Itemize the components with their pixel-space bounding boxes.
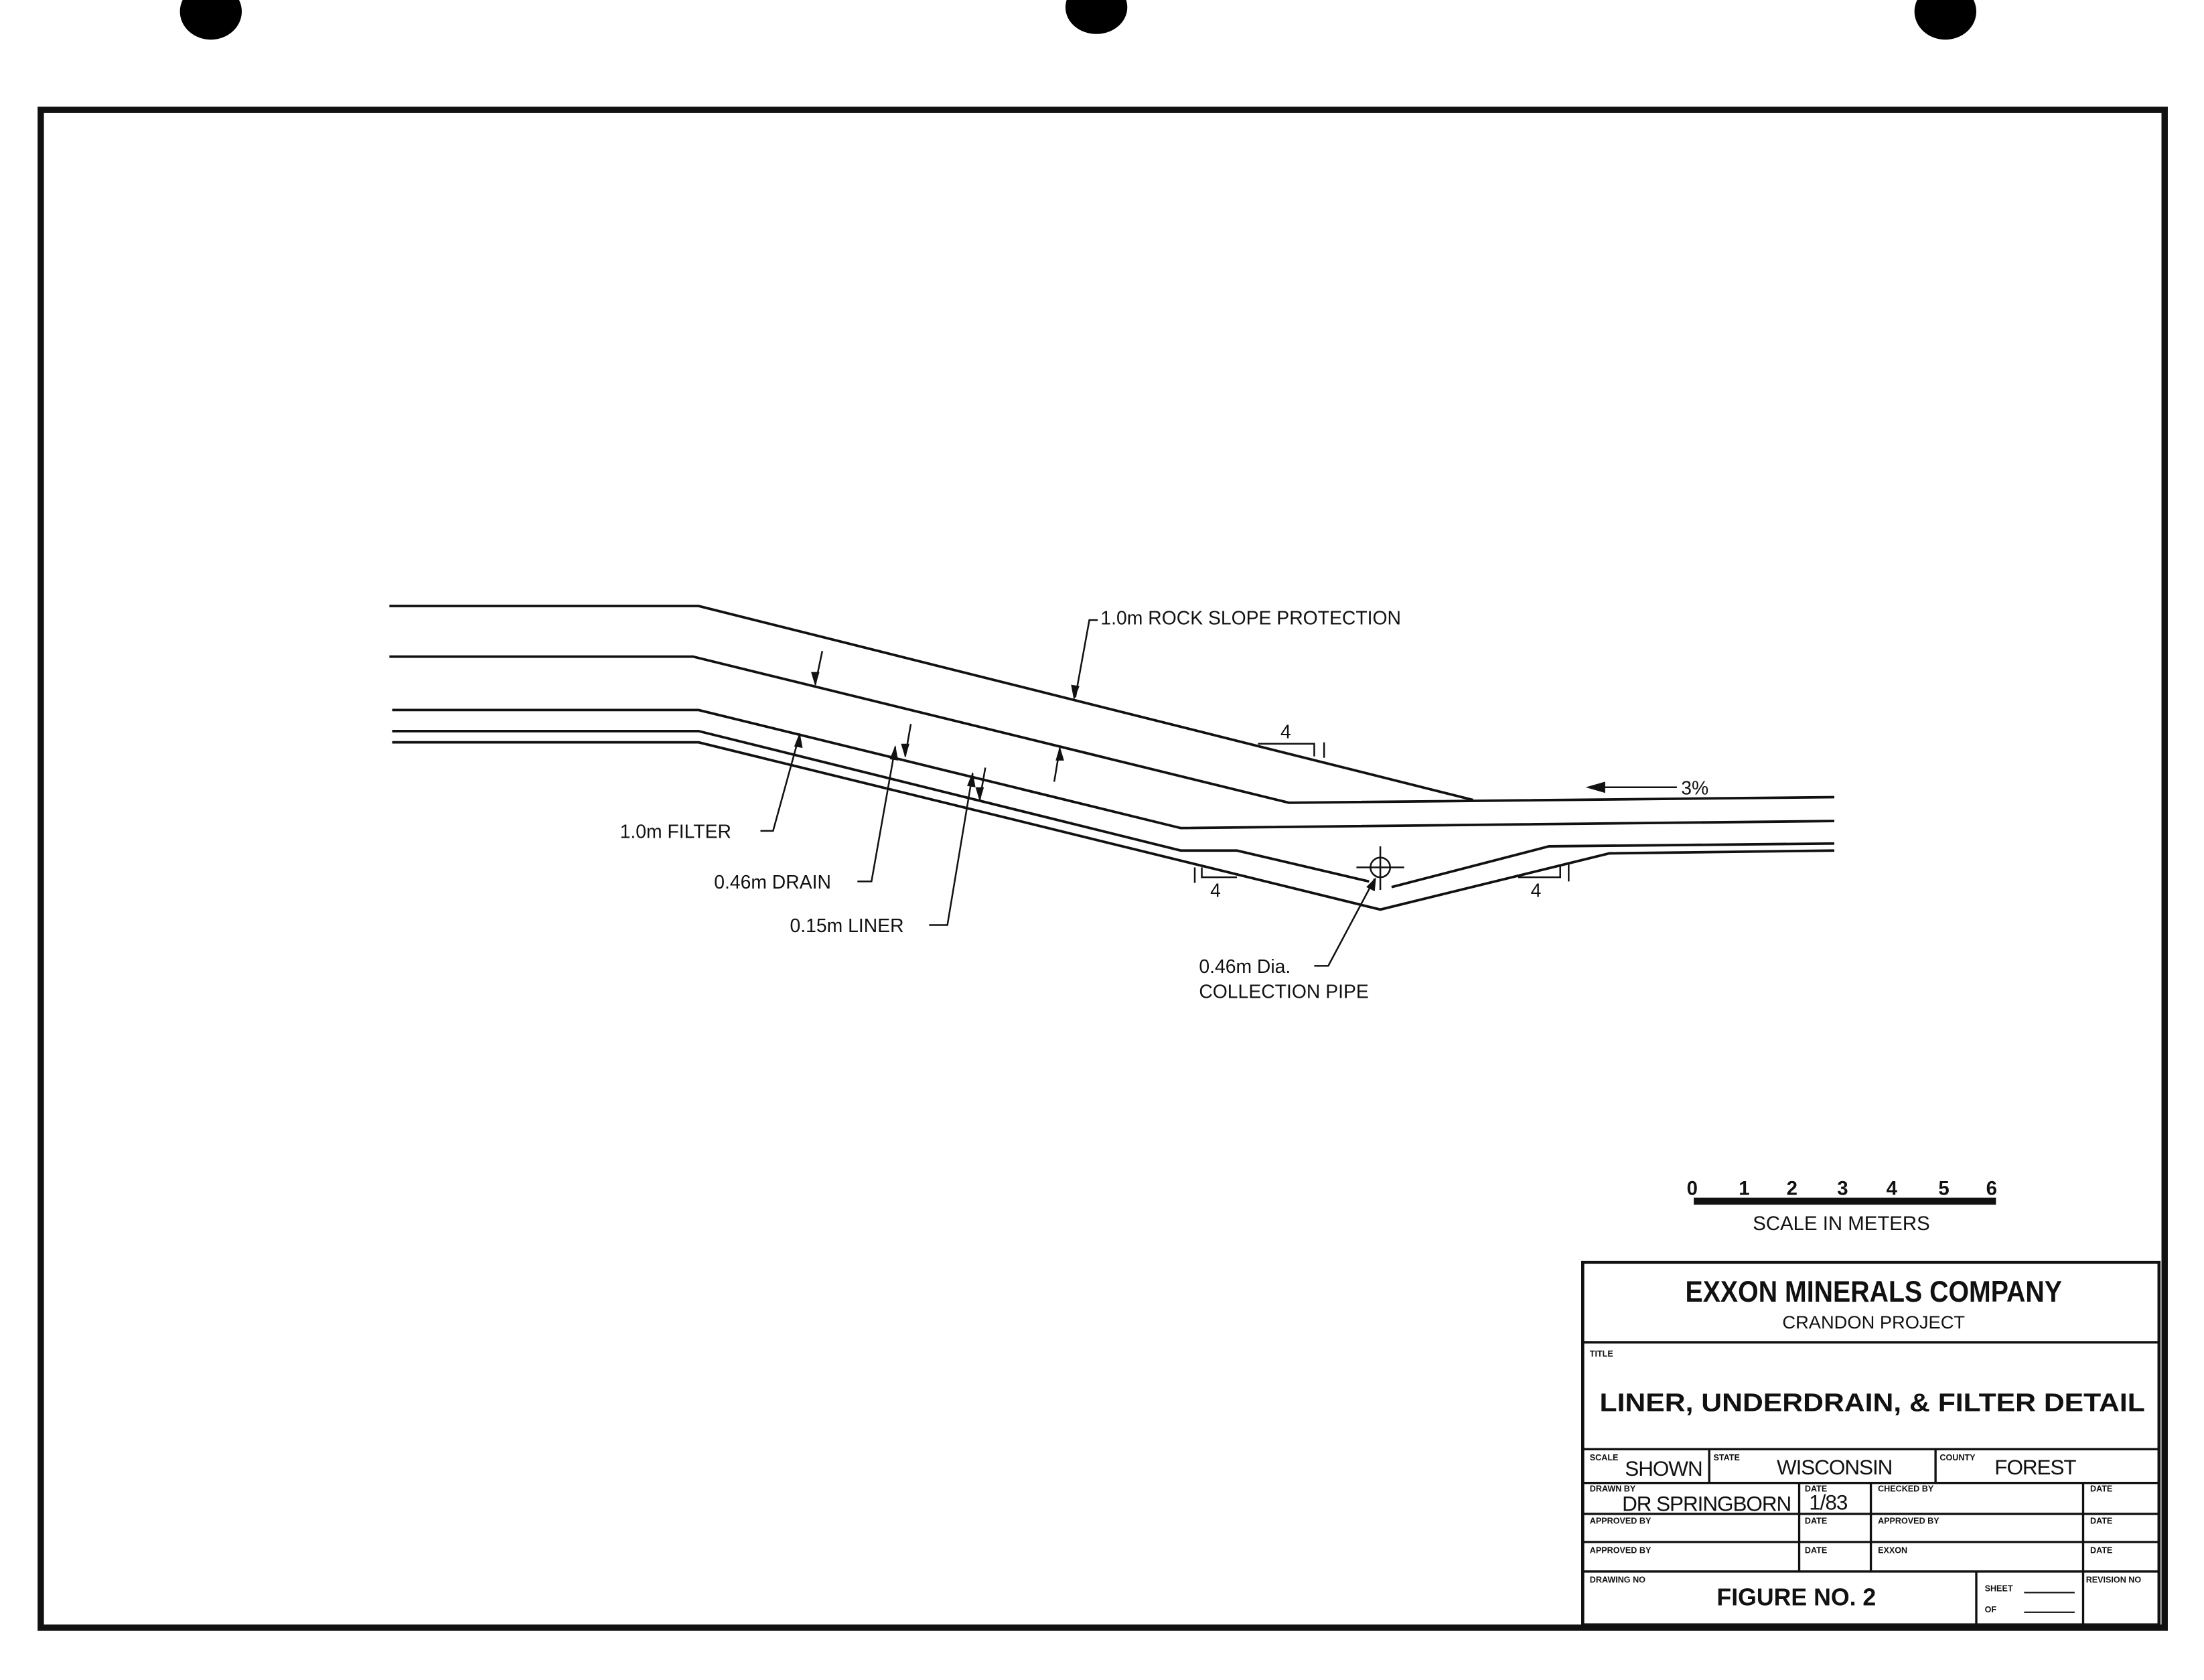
date-caption: DATE: [1805, 1546, 1827, 1555]
sheet-caption: SHEET: [1985, 1584, 2013, 1593]
rock-top-line: [389, 605, 1474, 801]
of-caption: OF: [1985, 1605, 1997, 1614]
drain-label: 0.46m DRAIN: [714, 872, 831, 893]
slope-mark-right: 4: [1518, 864, 1570, 902]
grade-label: 3%: [1681, 777, 1708, 799]
thickness-arrows: [811, 650, 1064, 801]
label-collection-pipe: 0.46m Dia. COLLECTION PIPE: [1199, 877, 1376, 1003]
slope-run: 4: [1280, 721, 1291, 743]
title-caption: TITLE: [1590, 1349, 1613, 1359]
slope-run: 4: [1210, 881, 1221, 902]
project-name: CRANDON PROJECT: [1782, 1312, 1965, 1332]
approved-by-caption: APPROVED BY: [1878, 1517, 1939, 1526]
scale-tick: 4: [1887, 1177, 1898, 1199]
approved-by-caption: APPROVED BY: [1590, 1517, 1651, 1526]
scale-tick: 5: [1938, 1177, 1949, 1199]
cross-section: [389, 605, 1835, 911]
date-caption: DATE: [2090, 1546, 2112, 1555]
scale-tick: 6: [1986, 1177, 1997, 1199]
rock-bottom-line: [389, 655, 1835, 804]
slope-mark-left: 4: [1193, 867, 1237, 902]
pipe-label-line1: 0.46m Dia.: [1199, 956, 1291, 978]
scale-tick: 0: [1687, 1177, 1698, 1199]
slope-mark-upper: 4: [1258, 721, 1325, 758]
date-caption: DATE: [2090, 1484, 2112, 1493]
scale-tick: 2: [1787, 1177, 1797, 1199]
punch-holes: [179, 0, 1976, 40]
filter-label: 1.0m FILTER: [620, 821, 731, 842]
drawing-title: LINER, UNDERDRAIN, & FILTER DETAIL: [1599, 1389, 2144, 1418]
drawing-no-value: FIGURE NO. 2: [1716, 1584, 1876, 1610]
title-block: EXXON MINERALS COMPANY CRANDON PROJECT T…: [1581, 1260, 2161, 1627]
state-caption: STATE: [1714, 1453, 1740, 1462]
scale-caption: SCALE IN METERS: [1753, 1213, 1929, 1235]
label-rock-slope-protection: 1.0m ROCK SLOPE PROTECTION: [1071, 607, 1401, 700]
checked-by-caption: CHECKED BY: [1878, 1484, 1934, 1493]
label-liner: 0.15m LINER: [790, 771, 976, 937]
filter-bottom-line: [392, 708, 1835, 830]
date-caption: DATE: [1805, 1484, 1827, 1493]
county-value: FOREST: [1994, 1456, 2076, 1479]
county-caption: COUNTY: [1939, 1453, 1976, 1462]
pipe-label-line2: COLLECTION PIPE: [1199, 982, 1368, 1003]
date-caption: DATE: [1805, 1517, 1827, 1526]
revision-caption: REVISION NO: [2086, 1576, 2142, 1585]
scale-bar: 0 1 2 3 4 5 6 SCALE IN METERS: [1687, 1177, 1997, 1234]
collection-pipe-icon: [1356, 846, 1404, 891]
date-caption: DATE: [2090, 1517, 2112, 1526]
approved-by-caption: APPROVED BY: [1590, 1546, 1651, 1555]
scale-tick: 3: [1837, 1177, 1848, 1199]
drawing-no-caption: DRAWING NO: [1590, 1576, 1645, 1585]
slope-run: 4: [1531, 881, 1542, 902]
scale-value: SHOWN: [1625, 1457, 1702, 1480]
exxon-caption: EXXON: [1878, 1546, 1907, 1555]
drawing-border: [38, 106, 2168, 1631]
label-drain: 0.46m DRAIN: [714, 745, 899, 893]
scale-caption-small: SCALE: [1590, 1453, 1619, 1462]
drain-bottom-line: [392, 729, 1370, 883]
rock-label: 1.0m ROCK SLOPE PROTECTION: [1100, 607, 1401, 629]
grade-indicator: 3%: [1585, 777, 1708, 799]
drawn-by-value: DR SPRINGBORN: [1622, 1493, 1791, 1516]
date-value: 1/83: [1809, 1491, 1848, 1515]
company-name: EXXON MINERALS COMPANY: [1686, 1276, 2062, 1308]
state-value: WISCONSIN: [1777, 1456, 1892, 1479]
scale-tick: 1: [1739, 1177, 1749, 1199]
liner-bottom-line: [392, 741, 1835, 911]
drain-bottom-line-right: [1391, 842, 1835, 889]
drawn-by-caption: DRAWN BY: [1590, 1484, 1636, 1493]
label-filter: 1.0m FILTER: [620, 732, 803, 842]
liner-label: 0.15m LINER: [790, 915, 904, 937]
